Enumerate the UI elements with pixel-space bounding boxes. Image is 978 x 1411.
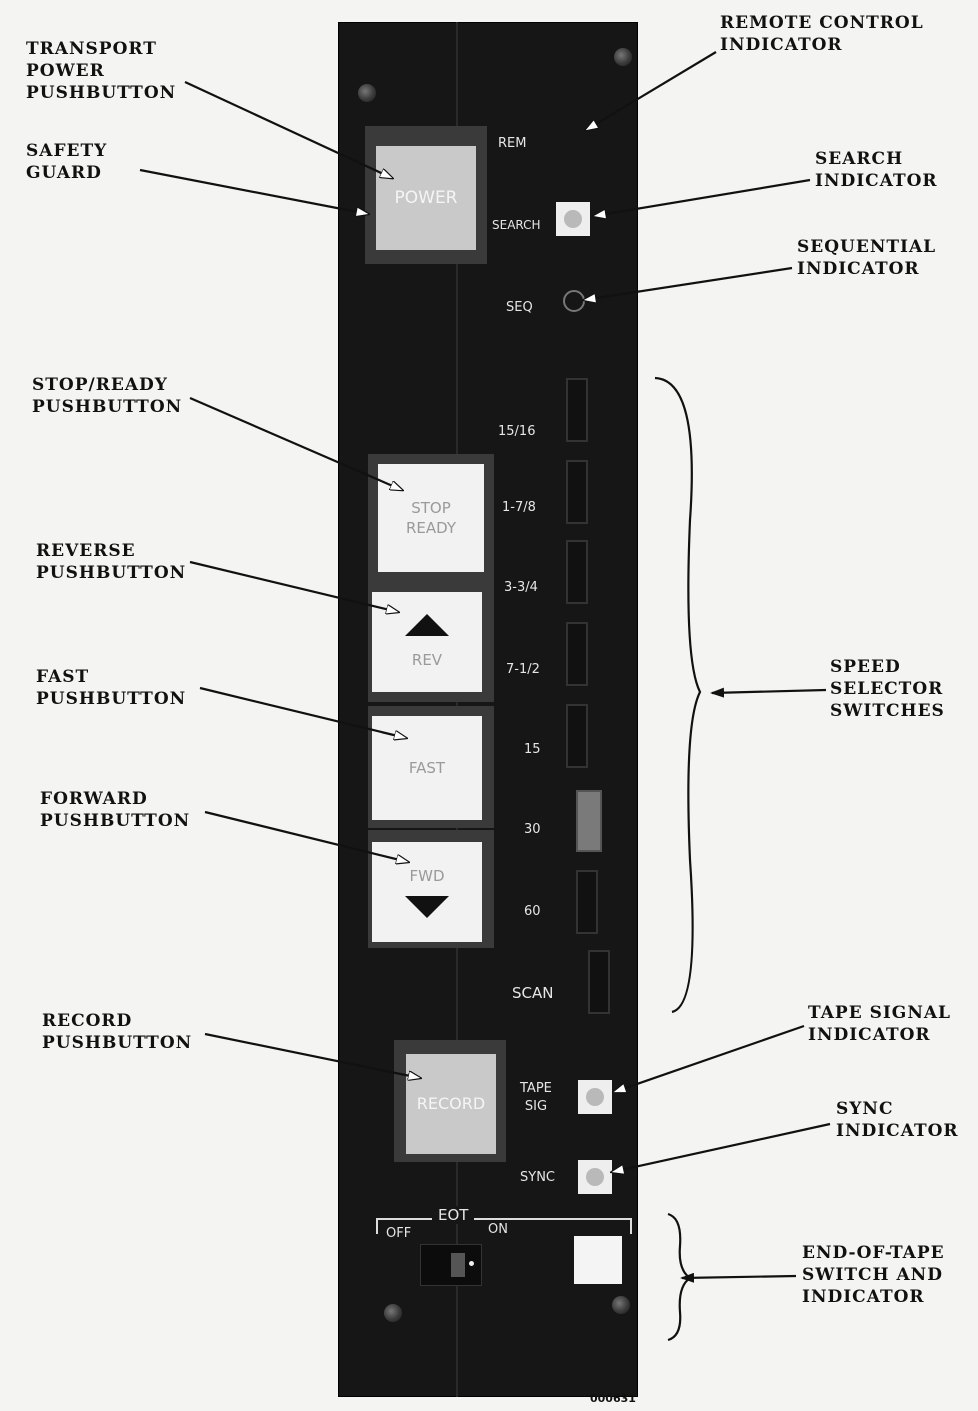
arrow-sync	[612, 1124, 830, 1172]
arrow-fast	[200, 688, 406, 738]
arrow-stop-ready	[190, 398, 402, 490]
arrow-reverse	[190, 562, 398, 612]
speed-brace	[655, 378, 700, 1012]
arrow-eot	[682, 1276, 796, 1278]
arrow-record	[205, 1034, 420, 1078]
arrow-safety-guard	[140, 170, 368, 214]
arrow-sequential	[584, 268, 792, 300]
arrow-forward	[205, 812, 408, 862]
arrow-speed-selector	[712, 690, 826, 693]
arrow-search	[594, 180, 810, 216]
arrow-tape-signal	[614, 1026, 804, 1092]
arrow-transport-power	[185, 82, 392, 178]
arrow-remote-control	[586, 52, 716, 130]
